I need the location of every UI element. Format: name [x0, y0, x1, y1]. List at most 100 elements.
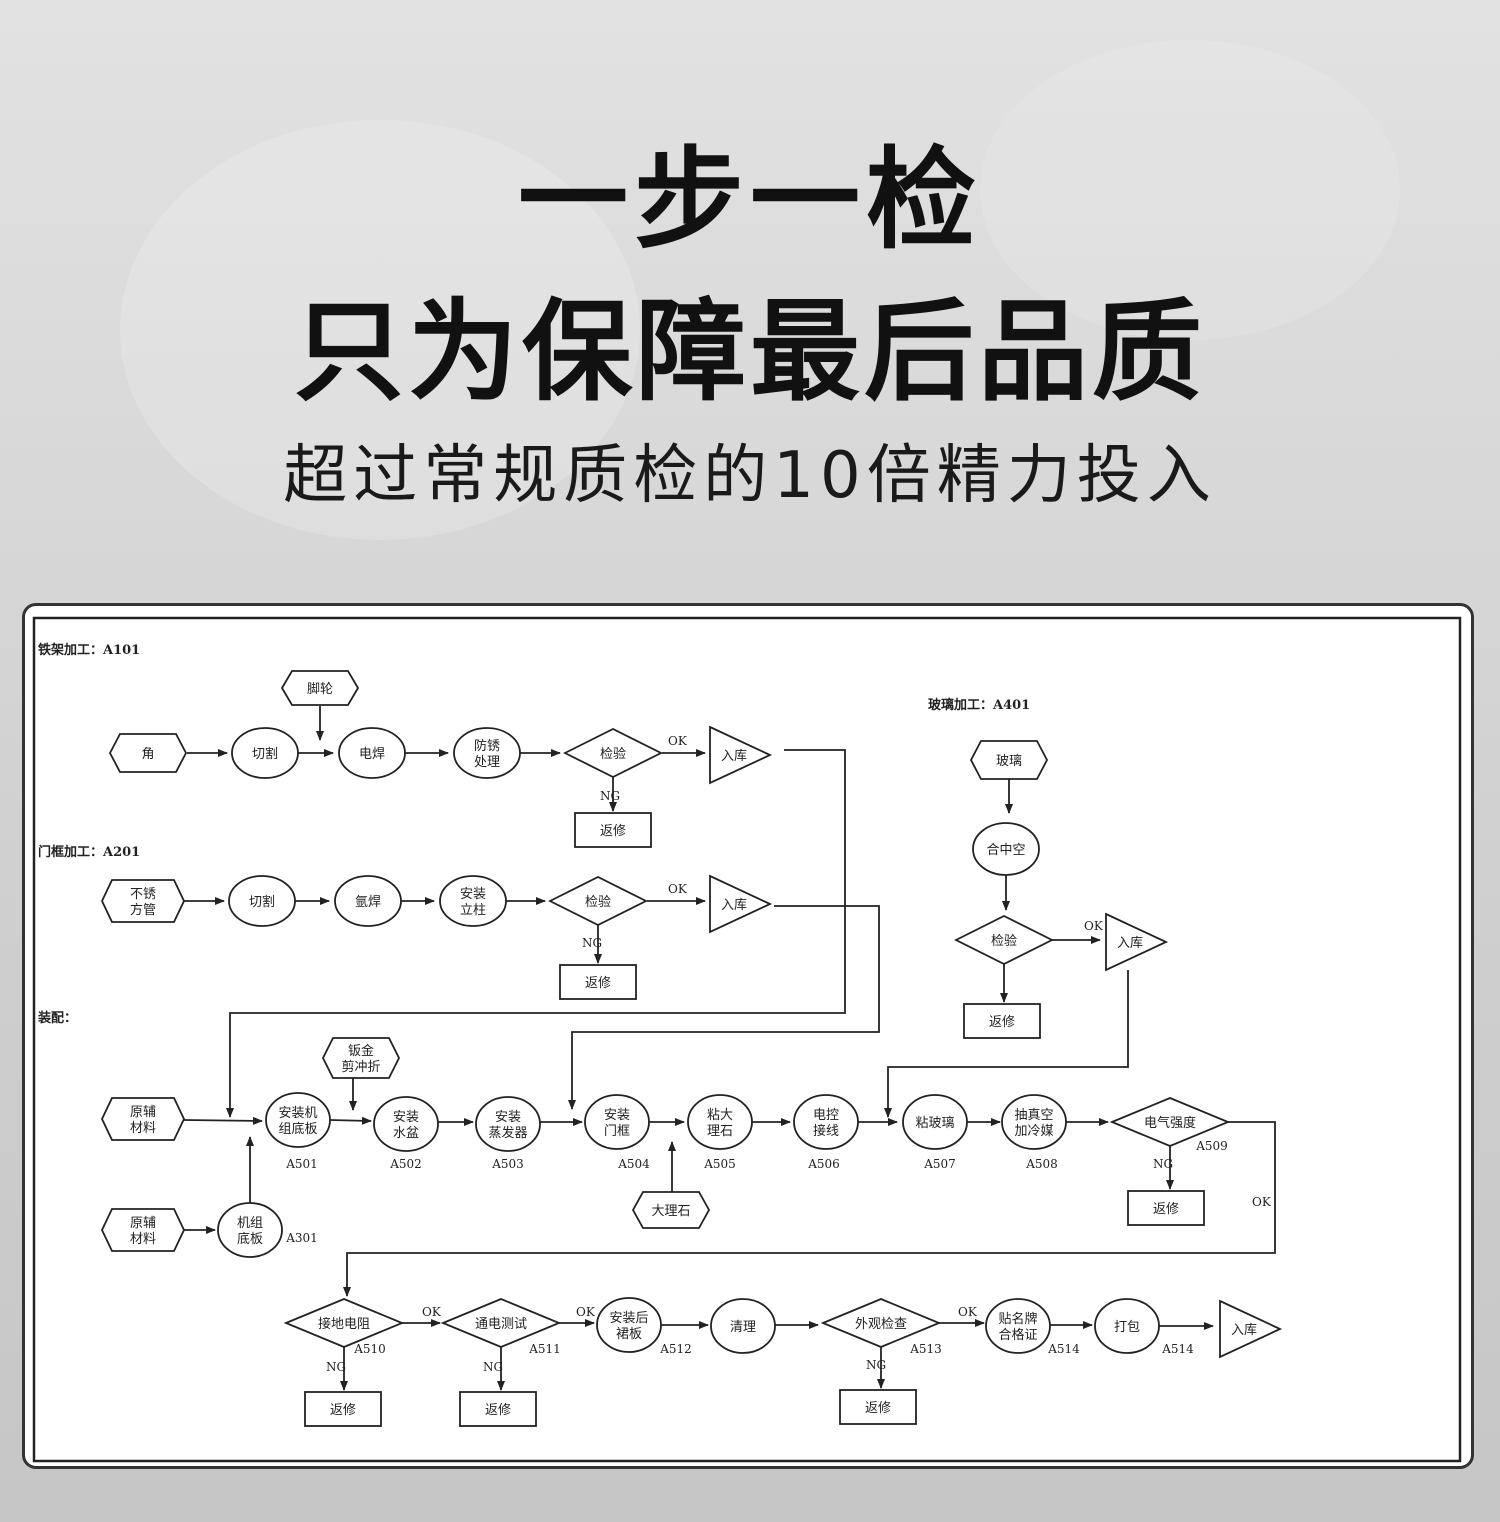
- node-a502: 安装水盆: [374, 1097, 438, 1151]
- node-label: 氩焊: [355, 894, 381, 910]
- node-label: 处理: [474, 755, 500, 770]
- node-jiaolun: 脚轮: [282, 671, 358, 705]
- node-label: 粘玻璃: [915, 1116, 954, 1131]
- section-label-a201: 门框加工：A201: [38, 844, 140, 860]
- node-fanxiu509: 返修: [1128, 1191, 1204, 1225]
- node-label: 抽真空: [1014, 1108, 1053, 1123]
- node-ruku2: 入库: [710, 876, 770, 932]
- node-label: 门框: [604, 1124, 630, 1139]
- node-fanxiu513: 返修: [840, 1390, 916, 1424]
- node-fanxiu510: 返修: [305, 1392, 381, 1426]
- node-label: 外观检查: [855, 1317, 907, 1332]
- node-a507: 粘玻璃: [903, 1095, 967, 1149]
- node-label: 切割: [252, 746, 278, 762]
- node-jianyan2: 检验: [550, 877, 646, 925]
- node-label: 返修: [330, 1403, 356, 1418]
- node-dalishi: 大理石: [633, 1192, 709, 1228]
- step-code-label: A507: [923, 1157, 956, 1171]
- node-label: 防锈: [474, 738, 500, 754]
- step-code-label: A514: [1161, 1342, 1194, 1356]
- node-label: 裙板: [616, 1327, 642, 1342]
- node-label: 加冷媒: [1014, 1124, 1053, 1139]
- node-label: 接地电阻: [318, 1316, 370, 1332]
- node-label: 合中空: [986, 843, 1025, 858]
- node-label: 安装: [495, 1110, 521, 1125]
- node-diahan: 电焊: [339, 728, 405, 778]
- node-label: 大理石: [651, 1204, 690, 1219]
- node-label: 剪冲折: [341, 1059, 380, 1075]
- step-code-label: A513: [909, 1342, 942, 1356]
- node-jianyan1: 检验: [565, 729, 661, 777]
- node-label: 入库: [721, 748, 747, 764]
- node-label: 返修: [1153, 1202, 1179, 1217]
- flow-arrow: [888, 970, 1128, 1117]
- node-qingli: 清理: [711, 1299, 775, 1353]
- node-label: 通电测试: [475, 1317, 527, 1332]
- node-label: 贴名牌: [998, 1311, 1037, 1327]
- node-label: 底板: [237, 1231, 263, 1247]
- node-label: 检验: [600, 746, 626, 762]
- node-label: 入库: [1231, 1322, 1257, 1338]
- node-label: 材料: [130, 1232, 156, 1247]
- step-code-label: A508: [1025, 1157, 1058, 1171]
- node-label: 清理: [730, 1320, 756, 1335]
- ok-edge-label: OK: [422, 1305, 442, 1319]
- step-code-label: A510: [353, 1342, 386, 1356]
- node-label: 返修: [585, 976, 611, 991]
- ng-edge-label: NG: [326, 1360, 346, 1374]
- ng-edge-label: NG: [1153, 1157, 1173, 1171]
- node-ruku_final: 入库: [1220, 1301, 1280, 1357]
- node-label: 切割: [249, 894, 275, 910]
- ng-edge-label: NG: [600, 789, 620, 803]
- flow-arrow: [230, 750, 845, 1117]
- node-a510: 接地电阻: [286, 1299, 402, 1347]
- node-label: 蒸发器: [488, 1125, 527, 1141]
- node-boli: 玻璃: [971, 741, 1047, 779]
- ng-edge-label: NG: [483, 1360, 503, 1374]
- flow-arrow: [330, 1120, 371, 1121]
- node-label: 粘大: [707, 1108, 733, 1123]
- node-label: 组底板: [278, 1121, 317, 1137]
- node-label: 原辅: [130, 1105, 156, 1120]
- node-jianyan3: 检验: [956, 916, 1052, 964]
- node-jiao: 角: [110, 734, 186, 772]
- node-label: 检验: [991, 933, 1017, 949]
- node-a301: 机组底板: [218, 1203, 282, 1257]
- node-label: 入库: [721, 897, 747, 913]
- node-label: 玻璃: [996, 754, 1022, 769]
- node-fanxiu2: 返修: [560, 965, 636, 999]
- node-label: 安装机: [278, 1106, 317, 1121]
- ng-edge-label: NG: [582, 936, 602, 950]
- node-ruku3: 入库: [1106, 914, 1166, 970]
- step-code-label: A301: [285, 1231, 318, 1245]
- step-code-label: A511: [528, 1342, 561, 1356]
- node-label: 水盆: [393, 1126, 419, 1141]
- node-label: 安装后: [609, 1311, 648, 1326]
- ok-edge-label: OK: [668, 734, 688, 748]
- node-label: 安装: [604, 1108, 630, 1123]
- node-ruku1: 入库: [710, 727, 770, 783]
- node-fanxiu511: 返修: [460, 1392, 536, 1426]
- node-label: 打包: [1114, 1320, 1140, 1335]
- node-label: 入库: [1117, 935, 1143, 951]
- node-a501: 安装机组底板: [266, 1093, 330, 1147]
- section-label-a101: 铁架加工：A101: [37, 642, 140, 658]
- node-a512: 安装后裙板: [597, 1298, 661, 1352]
- node-label: 安装: [393, 1110, 419, 1125]
- node-qiege2: 切割: [229, 876, 295, 926]
- step-code-label: A501: [285, 1157, 318, 1171]
- node-label: 电气强度: [1144, 1115, 1196, 1131]
- node-label: 电控: [813, 1108, 839, 1123]
- node-hezhongkong: 合中空: [973, 823, 1039, 875]
- node-fanxiu1: 返修: [575, 813, 651, 847]
- node-yuanfu2: 原辅材料: [102, 1209, 184, 1251]
- step-code-label: A502: [389, 1157, 422, 1171]
